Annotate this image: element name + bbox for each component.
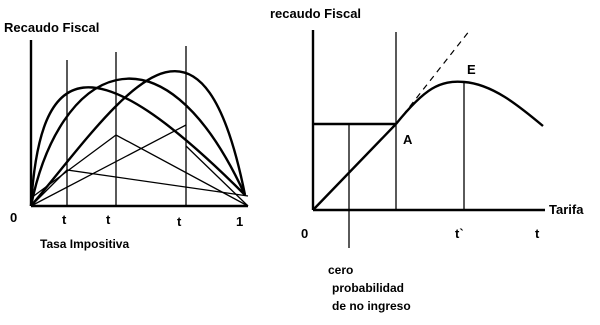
- left-y-axis-label: Recaudo Fiscal: [4, 20, 99, 35]
- point-a-label: A: [403, 132, 413, 147]
- left-tick-label-1: t: [62, 212, 67, 227]
- left-triangle-4: [185, 145, 249, 207]
- right-revenue-line: [312, 123, 397, 211]
- point-e-label: E: [467, 62, 476, 77]
- annotation-line-1: cero: [328, 263, 353, 277]
- left-triangle-1: [30, 169, 249, 207]
- left-origin-label: 0: [10, 210, 17, 225]
- left-end-label: 1: [236, 214, 243, 229]
- right-y-axis-label: recaudo Fiscal: [270, 6, 361, 21]
- left-triangle-2: [30, 124, 187, 207]
- annotation-line-2: probabilidad: [332, 281, 404, 295]
- tick-t-label: t: [535, 226, 540, 241]
- tick-t-prime-label: t`: [455, 226, 464, 241]
- left-tick-label-2: t: [106, 212, 111, 227]
- left-panel: Recaudo Fiscal 0 t t t 1 Tasa Impositiva: [4, 20, 249, 251]
- left-curve-1: [29, 86, 246, 207]
- annotation-line-3: de no ingreso: [332, 299, 411, 313]
- left-x-axis-label: Tasa Impositiva: [40, 237, 129, 251]
- left-tick-label-3: t: [177, 214, 182, 229]
- right-x-axis-label: Tarifa: [549, 202, 584, 217]
- left-curve-2: [29, 77, 247, 207]
- right-panel: recaudo Fiscal A E Tarifa 0 t` t cero pr…: [270, 6, 584, 313]
- left-triangle-3: [30, 134, 249, 207]
- right-dashed-extension: [395, 29, 471, 125]
- right-revenue-curve: [395, 80, 544, 127]
- right-origin-label: 0: [301, 226, 308, 241]
- left-curve-3: [30, 70, 247, 207]
